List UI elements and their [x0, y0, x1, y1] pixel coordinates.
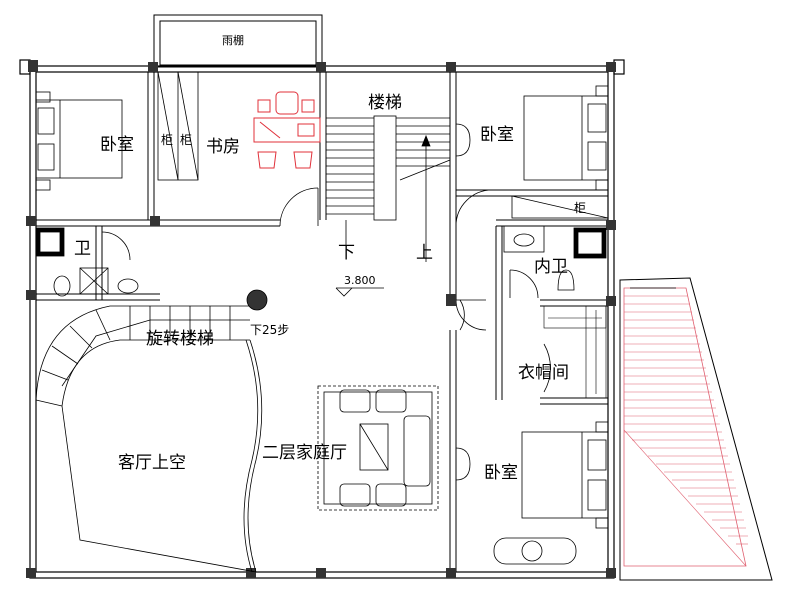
label-family-hall: 二层家庭厅 — [262, 443, 347, 463]
main-stair — [326, 115, 451, 262]
spiral-stair — [35, 289, 268, 407]
label-bath: 卫 — [74, 239, 91, 259]
bath-fixtures-inner — [503, 225, 607, 291]
label-inner-bath: 内卫 — [534, 257, 568, 277]
cabinet-nw — [157, 71, 199, 181]
label-stair-up: 上 — [416, 243, 433, 263]
wardrobe-rack — [543, 305, 607, 399]
bed-se — [455, 421, 609, 565]
sofa-set — [317, 385, 439, 511]
label-living-void: 客厅上空 — [118, 453, 186, 473]
study-furniture — [253, 91, 321, 169]
label-cabinet-c: 柜 — [574, 201, 586, 215]
roof-hatch — [619, 277, 773, 581]
canopy — [153, 14, 323, 68]
label-study: 书房 — [206, 137, 240, 157]
label-cabinet-b: 柜 — [180, 133, 192, 147]
bed-ne — [455, 85, 609, 191]
label-bedroom-se: 卧室 — [484, 463, 518, 483]
living-void-edge — [61, 339, 263, 573]
label-stair-down: 下 — [338, 243, 355, 263]
cabinet-ne — [511, 195, 609, 219]
label-wardrobe: 衣帽间 — [518, 363, 569, 383]
label-elevation: 3.800 — [344, 274, 376, 287]
bath-fixtures-w — [35, 227, 139, 297]
door-swings — [101, 187, 551, 393]
columns — [26, 60, 616, 578]
bed-nw — [35, 91, 123, 191]
label-stair: 楼梯 — [368, 93, 402, 113]
label-spiral-stair: 旋转楼梯 — [146, 329, 214, 349]
stair-treads — [326, 117, 450, 215]
label-cabinet-a: 柜 — [161, 133, 173, 147]
label-canopy: 雨棚 — [222, 33, 244, 47]
label-bedroom-nw: 卧室 — [100, 135, 134, 155]
room-labels: 雨棚 卧室 柜 柜 书房 楼梯 卧室 柜 卫 下 上 内卫 3.800 旋转楼梯… — [74, 33, 586, 483]
label-down-steps: 下25步 — [250, 323, 289, 337]
label-bedroom-ne: 卧室 — [480, 125, 514, 145]
elevation-marker — [335, 287, 384, 297]
